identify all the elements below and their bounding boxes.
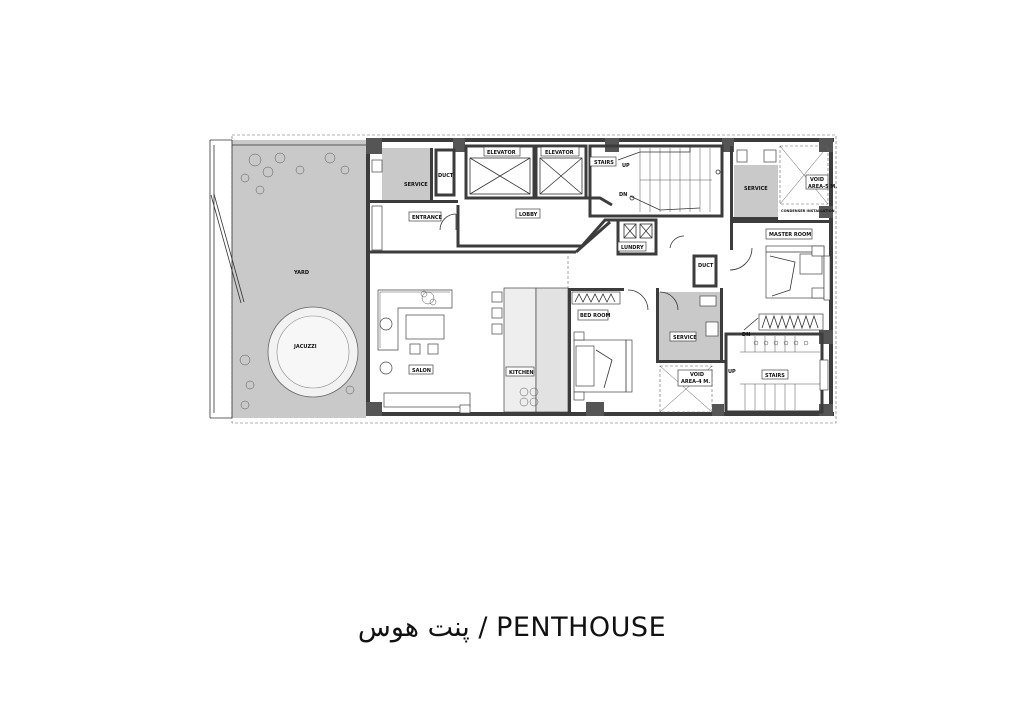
void-top-label-2: AREA-5 M. (808, 184, 837, 190)
entrance-label: ENTRANCE (412, 215, 443, 221)
salon-area: SALON (377, 289, 471, 414)
stairs-top: STAIRS UP DN (588, 144, 724, 218)
elevators: ELEVATOR ELEVATOR (464, 144, 588, 200)
lundry-label: LUNDRY (621, 245, 644, 251)
yard-area: YARD JACUZZI (209, 139, 366, 419)
caption-separator: / (478, 612, 488, 643)
duct-top-label: DUCT (438, 173, 454, 179)
dn-top-label: DN (619, 192, 627, 198)
void-top-label-1: VOID (810, 177, 824, 183)
void-top: VOID AREA-5 M. CONDENSER INSTALLATION (779, 145, 837, 213)
master-room: MASTER ROOM (729, 220, 831, 331)
dn-bottom-label: DN (742, 332, 750, 338)
caption-persian: پنت هوس (357, 612, 470, 643)
jacuzzi: JACUZZI (267, 306, 359, 398)
jacuzzi-label: JACUZZI (293, 344, 317, 350)
service-right-label: SERVICE (744, 186, 768, 192)
condenser-label: CONDENSER INSTALLATION (781, 209, 835, 213)
plants-decoration (239, 152, 355, 410)
void-bottom-label-2: AREA-4 M. (681, 379, 710, 385)
service-top-label: SERVICE (404, 182, 428, 188)
kitchen-area: KITCHEN (491, 256, 569, 413)
salon-label: SALON (412, 368, 431, 374)
stairs-top-label: STAIRS (594, 160, 614, 166)
lundry-room: LUNDRY (616, 218, 685, 256)
caption-english: PENTHOUSE (496, 612, 667, 643)
plan-caption: پنت هوس / PENTHOUSE (0, 612, 1024, 643)
bed-room: BED ROOM (568, 288, 656, 415)
void-bottom-label-1: VOID (690, 372, 704, 378)
service-mid-label: SERVICE (673, 335, 697, 341)
service-room-right: SERVICE (730, 146, 778, 220)
duct-mid-label: DUCT (698, 263, 714, 269)
duct-top: DUCT (434, 148, 456, 197)
up-top-label: UP (622, 163, 630, 169)
stairs-bottom: STAIRS UP DN (724, 317, 829, 414)
lobby-label: LOBBY (519, 212, 538, 218)
bed-room-label: BED ROOM (580, 313, 610, 319)
elevator-2-label: ELEVATOR (545, 150, 574, 156)
master-room-label: MASTER ROOM (769, 232, 811, 238)
yard-label: YARD (293, 270, 309, 276)
service-room-mid: SERVICE (656, 288, 726, 363)
service-room-top: SERVICE (370, 148, 458, 203)
stairs-bottom-label: STAIRS (765, 373, 785, 379)
elevator-1-label: ELEVATOR (487, 150, 516, 156)
up-bottom-label: UP (728, 369, 736, 375)
kitchen-label: KITCHEN (509, 370, 534, 376)
entrance-lobby: ENTRANCE LOBBY (370, 196, 650, 254)
void-bottom: VOID AREA-4 M. (659, 365, 713, 413)
duct-mid: DUCT (692, 254, 718, 288)
